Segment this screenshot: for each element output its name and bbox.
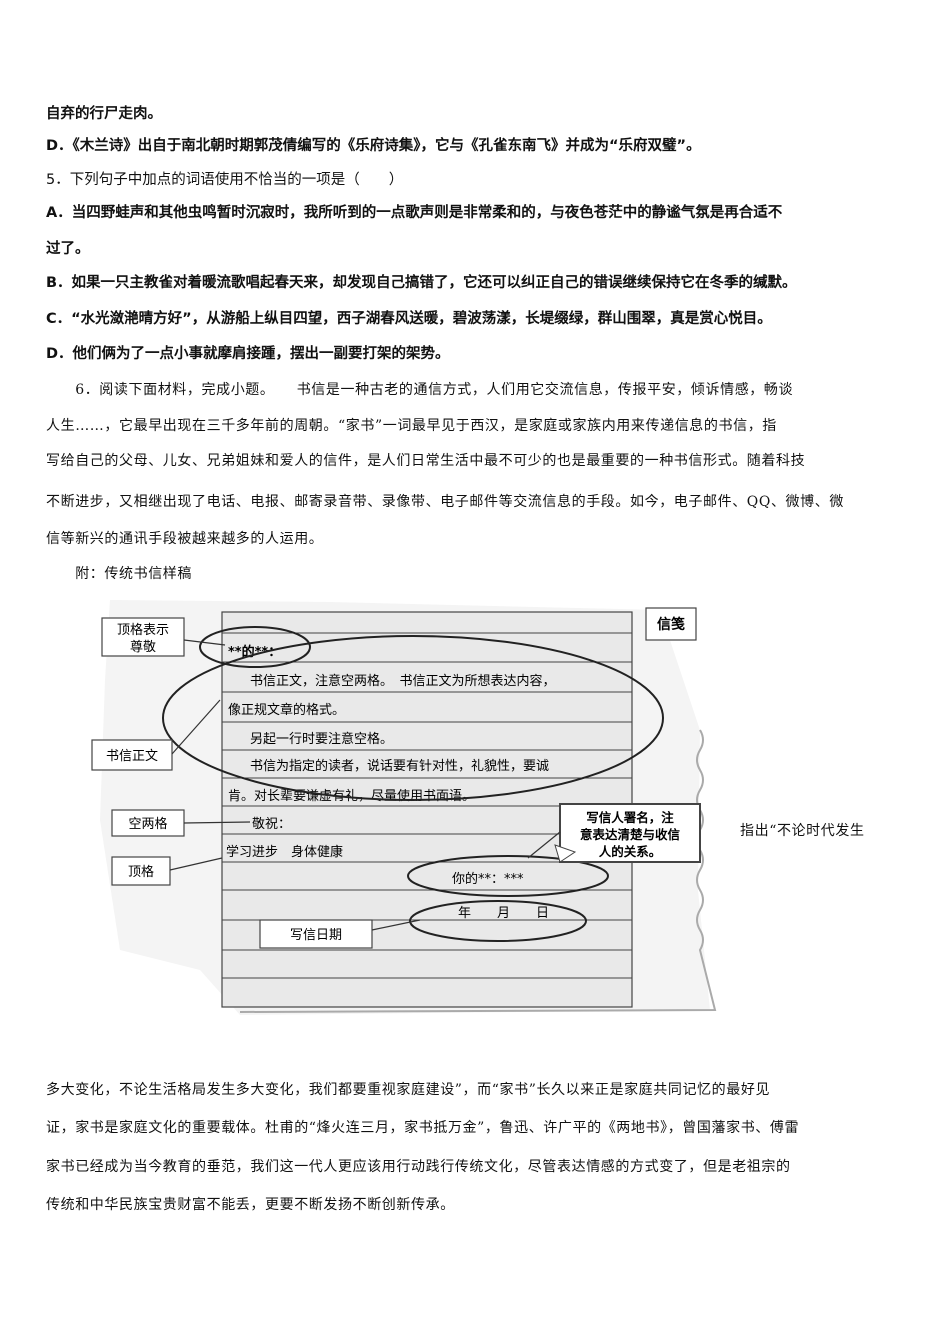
label-date: 写信日期 <box>290 928 342 943</box>
label-body-box <box>91 739 173 771</box>
wish-text: 学习进步 身体健康 <box>226 844 343 860</box>
jingzhu-text: 敬祝： <box>252 816 291 832</box>
body-ellipse <box>162 635 664 801</box>
date-ellipse <box>409 900 587 942</box>
option-b: B．如果一只主教雀对着暖流歌唱起春天来，却发现自己搞错了，它还可以纠正自己的错误… <box>46 275 797 291</box>
passage-line: 信等新兴的通讯手段被越来越多的人运用。 <box>46 531 324 547</box>
passage-line: 传统和中华民族宝贵财富不能丢，更要不断发扬不断创新传承。 <box>46 1197 455 1213</box>
body-text-4: 书信为指定的读者，说话要有针对性，礼貌性，要诚 <box>250 758 549 774</box>
label-body: 书信正文 <box>106 749 158 764</box>
salutation-text: **的**： <box>228 644 281 660</box>
body-text-2: 像正规文章的格式。 <box>228 702 345 718</box>
option-d: D．他们俩为了一点小事就摩肩接踵，摆出一副要打架的架势。 <box>46 346 450 362</box>
body-text-1: 书信正文，注意空两格。 书信正文为所想表达内容， <box>250 673 556 689</box>
option-c: C．“水光潋滟晴方好”，从游船上纵目四望，西子湖春风送暖，碧波荡漾，长堤缀绿，群… <box>46 311 772 327</box>
label-kong-box <box>111 809 185 837</box>
passage-line: 不断进步，又相继出现了电话、电报、邮寄录音带、录像带、电子邮件等交流信息的手段。… <box>46 494 844 510</box>
option-a: A．当四野蛙声和其他虫鸣暂时沉寂时，我所听到的一点歌声则是非常柔和的，与夜色苍茫… <box>46 205 783 221</box>
option-d-previous: D．《木兰诗》出自于南北朝时期郭茂倩编写的《乐府诗集》，它与《孔雀东南飞》并成为… <box>46 138 701 154</box>
signature-text: 你的**：*** <box>452 871 524 887</box>
question-5: 5．下列句子中加点的词语使用不恰当的一项是（ ） <box>46 172 404 188</box>
sign-note-2: 意表达清楚与收信 <box>580 827 681 842</box>
body-text-5: 肯。对长辈要谦虚有礼，尽量使用书面语。 <box>228 788 475 804</box>
signature-ellipse <box>407 855 609 897</box>
figure-caption: 附：传统书信样稿 <box>46 566 192 582</box>
label-ding-box <box>111 856 171 886</box>
passage-line: 多大变化，不论生活格局发生多大变化，我们都要重视家庭建设”，而“家书”长久以来正… <box>46 1082 771 1098</box>
passage-line: 证，家书是家庭文化的重要载体。杜甫的“烽火连三月，家书抵万金”，鲁迅、许广平的《… <box>46 1120 800 1136</box>
label-top-2: 尊敬 <box>130 639 156 655</box>
date-text: 年 月 日 <box>458 906 549 921</box>
label-kong: 空两格 <box>128 816 167 832</box>
label-xinjian: 信笺 <box>657 616 685 633</box>
label-date-box <box>259 919 373 949</box>
label-top-1: 顶格表示 <box>117 622 169 638</box>
passage-line: 人生……，它最早出现在三千多年前的周朝。“家书”一词最早见于西汉，是家庭或家族内… <box>46 418 777 434</box>
body-text-3: 另起一行时要注意空格。 <box>250 731 393 747</box>
label-xinjian-box <box>645 607 697 641</box>
salutation-ellipse <box>199 626 311 668</box>
text-line: 自弃的行尸走肉。 <box>46 106 162 122</box>
passage-line: 家书已经成为当今教育的垂范，我们这一代人更应该用行动践行传统文化，尽管表达情感的… <box>46 1159 791 1175</box>
passage-line: 写给自己的父母、儿女、兄弟姐妹和爱人的信件，是人们日常生活中最不可少的也是最重要… <box>46 453 806 469</box>
side-text: 指出“不论时代发生 <box>740 823 865 839</box>
label-ding: 顶格 <box>128 864 154 880</box>
option-a-cont: 过了。 <box>46 241 90 257</box>
letter-template-figure: **的**： 书信正文，注意空两格。 书信正文为所想表达内容， 像正规文章的格式… <box>80 590 740 1030</box>
label-top-box <box>101 617 185 657</box>
sign-note-1: 写信人署名，注 <box>586 810 674 825</box>
sign-note-3: 人的关系。 <box>599 844 662 859</box>
passage-line: 6．阅读下面材料，完成小题。 书信是一种古老的通信方式，人们用它交流信息，传报平… <box>46 382 794 398</box>
sign-note-box <box>559 803 701 863</box>
